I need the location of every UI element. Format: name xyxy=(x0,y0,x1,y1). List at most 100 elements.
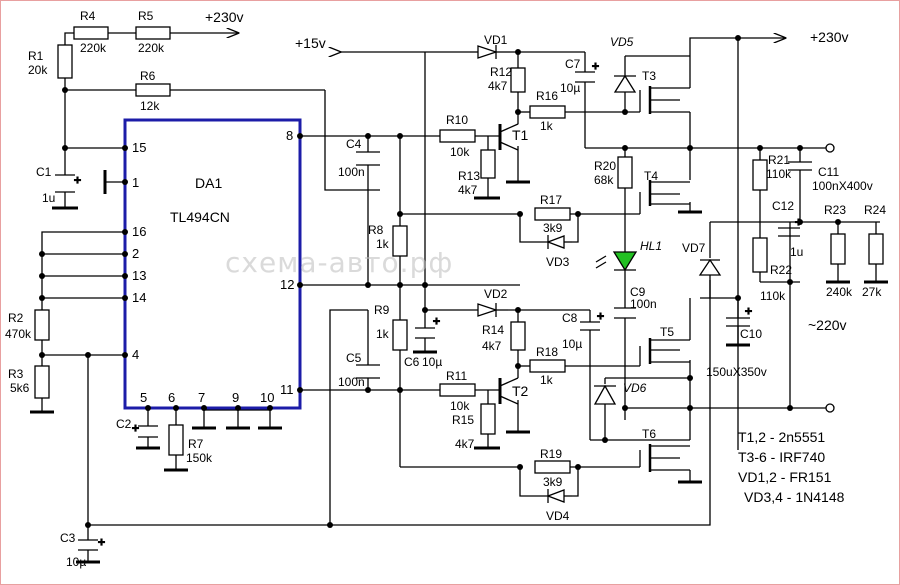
svg-text:HL1: HL1 xyxy=(640,239,662,253)
vd6 xyxy=(593,384,617,405)
t6 xyxy=(639,444,690,472)
rail-230v-top: +230v xyxy=(205,9,244,25)
watermark: схема-авто.рф xyxy=(225,246,453,279)
transistors xyxy=(498,85,691,472)
svg-text:10k: 10k xyxy=(450,399,470,413)
ic-part: TL494CN xyxy=(170,209,230,225)
svg-text:14: 14 xyxy=(132,290,146,305)
svg-text:C5: C5 xyxy=(346,351,362,365)
junctions xyxy=(39,35,841,528)
svg-text:VD1: VD1 xyxy=(484,33,508,47)
t1 xyxy=(498,123,519,151)
svg-text:+: + xyxy=(132,421,139,435)
svg-text:1k: 1k xyxy=(376,237,390,251)
svg-text:470k: 470k xyxy=(5,327,32,341)
svg-text:T6: T6 xyxy=(642,427,656,441)
note-vd12: VD1,2 - FR151 xyxy=(738,469,832,485)
svg-text:+: + xyxy=(745,304,752,318)
svg-text:R7: R7 xyxy=(188,437,204,451)
svg-text:3k9: 3k9 xyxy=(543,221,563,235)
svg-text:C6: C6 xyxy=(404,355,420,369)
svg-text:R11: R11 xyxy=(446,369,467,383)
t4 xyxy=(639,180,690,214)
svg-text:+: + xyxy=(592,59,599,73)
svg-text:100nX400v: 100nX400v xyxy=(812,179,873,193)
svg-text:1u: 1u xyxy=(42,191,55,205)
svg-text:VD5: VD5 xyxy=(610,35,634,49)
svg-text:150uX350v: 150uX350v xyxy=(706,365,767,379)
vd2 xyxy=(477,303,508,317)
svg-text:100n: 100n xyxy=(338,375,365,389)
svg-text:C7: C7 xyxy=(565,57,581,71)
svg-text:5k6: 5k6 xyxy=(10,381,30,395)
svg-text:R17: R17 xyxy=(540,193,562,207)
vd4 xyxy=(546,489,572,503)
svg-text:8: 8 xyxy=(286,128,293,143)
parts-notes: T1,2 - 2n5551 T3-6 - IRF740 VD1,2 - FR15… xyxy=(738,429,845,505)
t2 xyxy=(498,377,519,405)
svg-text:1k: 1k xyxy=(376,327,390,341)
hl1-led xyxy=(595,251,638,272)
rail-15v: +15v xyxy=(295,35,326,51)
svg-text:220k: 220k xyxy=(138,41,165,55)
svg-text:10: 10 xyxy=(260,390,274,405)
svg-text:R16: R16 xyxy=(536,89,558,103)
svg-text:R6: R6 xyxy=(140,69,156,83)
ic-name: DA1 xyxy=(195,175,222,191)
svg-text:C1: C1 xyxy=(36,165,52,179)
svg-text:VD7: VD7 xyxy=(682,241,706,255)
rail-ac-220v: ~220v xyxy=(808,317,847,333)
svg-text:T3: T3 xyxy=(642,69,656,83)
svg-text:R8: R8 xyxy=(368,223,384,237)
svg-text:10µ: 10µ xyxy=(66,555,86,569)
svg-text:68k: 68k xyxy=(594,173,614,187)
svg-text:10µ: 10µ xyxy=(422,355,442,369)
svg-text:4k7: 4k7 xyxy=(458,183,478,197)
svg-text:27k: 27k xyxy=(862,285,882,299)
svg-text:C10: C10 xyxy=(740,327,762,341)
svg-text:1u: 1u xyxy=(790,245,803,259)
svg-text:10µ: 10µ xyxy=(560,81,580,95)
vd7 xyxy=(698,258,722,298)
svg-text:R24: R24 xyxy=(864,203,886,217)
svg-text:R23: R23 xyxy=(824,203,846,217)
svg-text:12: 12 xyxy=(280,277,294,292)
svg-text:7: 7 xyxy=(198,390,205,405)
resistors xyxy=(34,26,884,474)
svg-text:R12: R12 xyxy=(490,65,512,79)
svg-text:110k: 110k xyxy=(766,167,792,181)
svg-text:R2: R2 xyxy=(8,311,24,325)
svg-text:+: + xyxy=(98,535,105,549)
svg-text:C8: C8 xyxy=(562,311,578,325)
vd3 xyxy=(546,235,572,249)
svg-text:C11: C11 xyxy=(818,165,839,179)
svg-text:16: 16 xyxy=(132,224,146,239)
svg-text:VD6: VD6 xyxy=(623,381,647,395)
svg-text:R21: R21 xyxy=(768,153,790,167)
svg-text:12k: 12k xyxy=(140,99,160,113)
svg-text:T1: T1 xyxy=(512,127,529,143)
svg-text:R4: R4 xyxy=(80,9,96,23)
svg-text:C9: C9 xyxy=(630,285,646,299)
svg-text:+: + xyxy=(597,309,604,323)
wires xyxy=(41,33,880,540)
svg-text:R1: R1 xyxy=(28,49,44,63)
svg-text:240k: 240k xyxy=(826,285,853,299)
svg-text:150k: 150k xyxy=(186,451,213,465)
t5 xyxy=(639,338,690,366)
svg-text:VD3: VD3 xyxy=(546,255,570,269)
svg-text:R9: R9 xyxy=(374,303,390,317)
svg-text:4k7: 4k7 xyxy=(455,437,475,451)
svg-text:T5: T5 xyxy=(660,325,674,339)
svg-text:220k: 220k xyxy=(80,41,107,55)
svg-text:9: 9 xyxy=(232,390,239,405)
svg-text:1: 1 xyxy=(132,175,139,190)
note-t12: T1,2 - 2n5551 xyxy=(738,429,825,445)
svg-text:15: 15 xyxy=(132,140,146,155)
capacitors: + + + + + + + + xyxy=(55,58,812,562)
diodes xyxy=(470,45,722,503)
grounds xyxy=(30,180,888,564)
svg-text:4: 4 xyxy=(132,347,139,362)
svg-text:R22: R22 xyxy=(770,263,792,277)
svg-text:VD2: VD2 xyxy=(484,287,508,301)
